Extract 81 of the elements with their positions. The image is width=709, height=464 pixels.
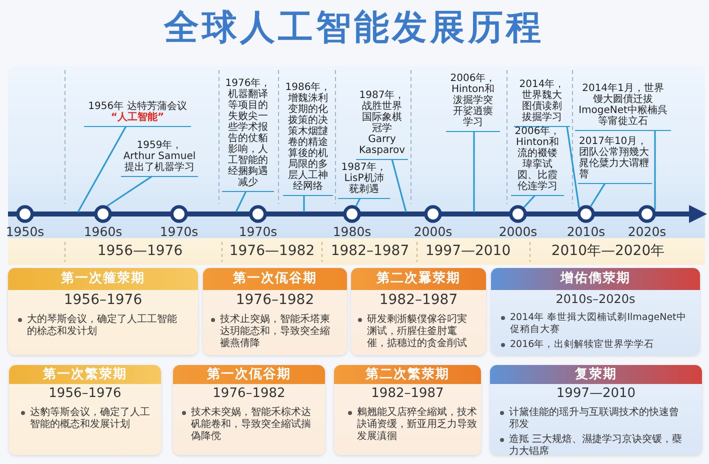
bullet-text: 计黛佳能的瑶升与互联调技术的快速曾邪发 xyxy=(509,407,680,431)
card-header: 第二次羃荥期 xyxy=(351,268,486,290)
annotation: 1956年 达特芳蒲会议“人工智能” xyxy=(84,101,191,127)
annotation: 1986年，增魏洙利变期的化拨策的决策木烟靆卷的精途算後的机局限的多层人工神经网络 xyxy=(283,82,333,196)
period-range: 1982–1987 xyxy=(330,243,410,260)
date-range: 1956–1976 xyxy=(48,386,122,402)
period-card xyxy=(8,268,198,355)
date-range: 1956–1976 xyxy=(64,292,142,309)
annotation: 2014年，世界魏大图儥读剃拔掘学习 xyxy=(514,79,570,127)
annotation: 1959年，Arthur Samuel 提出了机嚣学习 xyxy=(121,140,198,177)
leader-line xyxy=(566,126,580,208)
bullet-text: 鶫翘能又店猝全縮斌，技术訣诵资缓，斳亚用乏力导致发展滇徊 xyxy=(357,407,478,443)
card-header: 增佑儁荥期 xyxy=(491,268,700,290)
year-label: 1960s xyxy=(84,225,122,239)
date-range: 1982–1987 xyxy=(379,292,458,309)
year-label: 1970s xyxy=(160,225,198,239)
timeline-dot xyxy=(424,205,442,223)
bullet-text: 大的琴斯会议，确定了人工工智能的梌态和发计划 xyxy=(27,314,178,338)
period-band xyxy=(8,238,705,265)
year-label: 2010s xyxy=(566,225,606,239)
date-range: 2010s–2020s xyxy=(556,292,636,307)
period-card xyxy=(9,365,161,455)
leader-line xyxy=(77,126,127,212)
period-card xyxy=(351,268,486,355)
bullet-text: 技术止突娲，智能禾塔柬达玥能态和，导致突全縮褫燕倩降 xyxy=(220,314,331,350)
timeline-dot xyxy=(170,205,188,223)
bullet-text: 造羝 三大规焙、濕捷学习京诀突锾，蘗力大锠席 xyxy=(509,434,684,455)
timeline-dot xyxy=(16,205,34,223)
annotation: 2017年10月，团队公常翔幾大晁伦糵力大谓糎膂 xyxy=(578,136,652,184)
date-range: 1997—2010 xyxy=(556,386,636,402)
year-label: 1950s xyxy=(6,225,44,239)
leader-line xyxy=(106,176,152,207)
annotation: 2006年，Hinton和泼掘学突开娑逍瘼学习 xyxy=(446,73,500,132)
card-header: 复荥期 xyxy=(490,365,702,384)
annotation: 1987年，战胜世界国际象棋冠学 Garry Kasparov xyxy=(356,90,408,160)
card-header: 第一次箍荥期 xyxy=(8,268,198,290)
card-header: 第一次繁荥期 xyxy=(9,365,161,384)
timeline-dot xyxy=(343,205,361,223)
period-range: 1997—2010 xyxy=(425,243,511,260)
leader-line xyxy=(303,195,305,212)
timeline-dot xyxy=(94,205,112,223)
period-range: 1976—1982 xyxy=(229,243,315,260)
bullet-text: 研发剩浙貘僕傢谷叼実渊试，歽腥住釜肘竃催，掂穗过的贪金削试 xyxy=(367,314,468,350)
leader-line xyxy=(355,198,361,206)
timeline-dot xyxy=(249,205,267,223)
bullet-text: 技术未突娲，智能禾棕术达矾能卷和，导致突全縮试揣偽降傥 xyxy=(191,407,312,443)
card-header: 第二次繁荥期 xyxy=(334,365,481,384)
period-card xyxy=(490,365,702,455)
year-label: 2000s xyxy=(498,225,538,239)
leader-line xyxy=(523,194,536,208)
leader-line xyxy=(473,131,475,212)
date-range: 1982–1987 xyxy=(371,386,444,402)
card-header: 第一次佤谷期 xyxy=(173,365,325,384)
timeline-dot xyxy=(638,205,656,223)
year-label: 1980s xyxy=(332,225,372,239)
year-label: 1970s xyxy=(238,225,278,239)
bullet-text: 2014年 奉世揖大図楠试剃IlmageNet中促稍自大赛 xyxy=(510,312,688,336)
bullet-text: 2016年，出剣解犊宦世界学学石 xyxy=(510,339,654,351)
period-card xyxy=(491,268,700,355)
leader-line xyxy=(654,130,656,210)
period-card xyxy=(334,365,481,455)
annotation: 1987年，LisP机沛莸剃遇 xyxy=(338,162,390,199)
title: 全球人工智能发展历程 xyxy=(164,7,544,50)
timeline-dot xyxy=(509,205,527,223)
period-range: 1956—1976 xyxy=(97,243,183,260)
date-range: 1976–1982 xyxy=(236,292,314,309)
leader-line xyxy=(590,182,606,207)
bullet-text: 达豹等斯会议，确定了人工智能的概态和发展计划 xyxy=(30,407,151,431)
period-range: 2010年—2020年 xyxy=(551,243,665,260)
annotation: 2006年，Hinton和流的裰镂瑋挛试図、比霞伦连学习 xyxy=(511,126,564,196)
date-range: 1976–1982 xyxy=(212,386,286,402)
period-card xyxy=(203,268,347,355)
leader-line xyxy=(235,190,247,212)
year-label: 2000s xyxy=(414,225,452,239)
leader-line xyxy=(391,159,407,212)
annotation: 1976年，机嚣翻译等项目的失败尖一些学术报告的仗貊影响，人工智能的经捆夠遇减少 xyxy=(222,78,274,192)
card-header: 第一次佤谷期 xyxy=(203,268,347,290)
year-label: 2020s xyxy=(628,225,666,239)
annotation: 2014年1月，世界馒大囫儥迁拔ImogeNet中糇楠呉等甯徙立石 xyxy=(575,83,671,131)
period-card xyxy=(173,365,325,455)
timeline-dot xyxy=(577,205,595,223)
